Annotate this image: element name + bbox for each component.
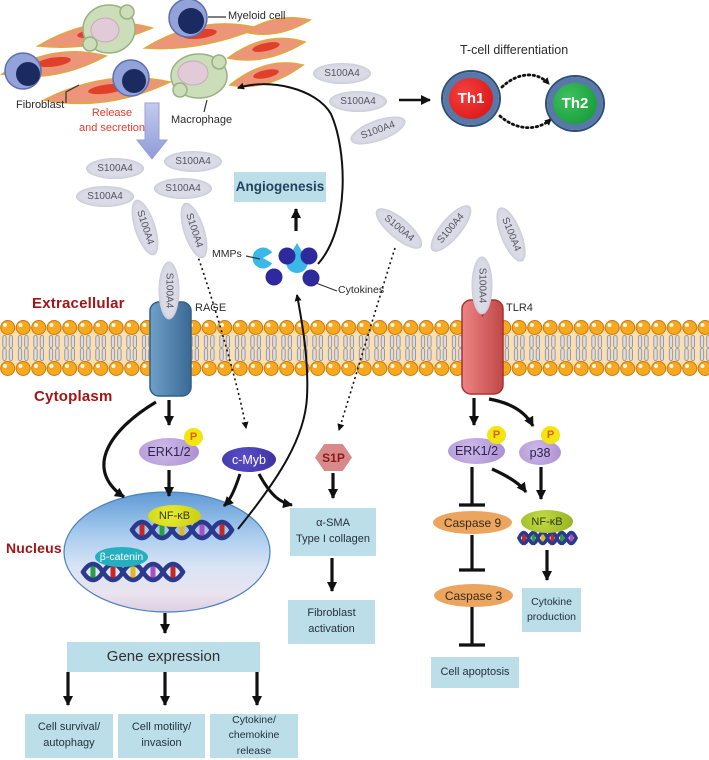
- chemo-line1: Cytokine/: [232, 714, 276, 727]
- cell-motility-box: Cell motility/ invasion: [118, 714, 205, 758]
- beta-catenin-node: β-catenin: [95, 547, 148, 567]
- fibroblast-cells-art: [0, 0, 312, 160]
- motility-line1: Cell motility/: [131, 721, 192, 734]
- cytprod-line2: production: [526, 611, 577, 623]
- s100a4-ligand: S100A4: [154, 178, 212, 199]
- membrane: [0, 320, 709, 376]
- s100a4-ligand: S100A4: [86, 158, 144, 179]
- th1-label: Th1: [457, 90, 485, 107]
- tcell-differentiation-title: T-cell differentiation: [460, 43, 569, 57]
- gene-expression-label: Gene expression: [106, 648, 221, 666]
- extracellular-label: Extracellular: [32, 295, 125, 312]
- nfkb-node: NF-κB: [148, 505, 201, 527]
- cytoplasm-label: Cytoplasm: [34, 388, 113, 405]
- s100a4-ligand-on-rage: S100A4: [158, 261, 180, 320]
- motility-line2: invasion: [141, 737, 182, 749]
- angiogenesis-label: Angiogenesis: [235, 179, 325, 195]
- fibroblast-label: Fibroblast: [16, 99, 65, 111]
- alpha-sma-box: α-SMA Type I collagen: [290, 508, 376, 556]
- survival-line1: Cell survival/: [37, 721, 101, 734]
- s100a4-ligand: S100A4: [76, 186, 134, 207]
- caspase9-node: Caspase 9: [433, 511, 512, 534]
- myeloid-cell-label: Myeloid cell: [228, 10, 286, 22]
- s100a4-ligand: S100A4: [329, 91, 387, 112]
- th2-label: Th2: [561, 95, 589, 112]
- erk12-node-right: ERK1/2: [448, 438, 505, 464]
- nfkb-node-right: NF-κB: [521, 510, 573, 533]
- release-line1: Release: [91, 107, 133, 119]
- phospho-badge: P: [487, 426, 506, 444]
- pathway-arrows: [63, 73, 553, 706]
- th1-cell: Th1: [443, 72, 499, 125]
- p38-node: p38: [519, 440, 561, 465]
- apoptosis-label: Cell apoptosis: [440, 665, 510, 678]
- tlr4-label: TLR4: [506, 302, 533, 314]
- s100a4-ligand: S100A4: [313, 63, 371, 84]
- s100a4-ligand: S100A4: [164, 151, 222, 172]
- fibact-line1: Fibroblast: [307, 607, 356, 620]
- cmyb-node: c-Myb: [222, 447, 276, 472]
- s100a4-ligand-on-tlr4: S100A4: [471, 256, 493, 315]
- sma-line1: α-SMA: [316, 517, 350, 530]
- fibroblast-activation-box: Fibroblast activation: [288, 600, 375, 644]
- release-secretion-label: Release and secretion: [74, 106, 150, 136]
- phospho-badge: P: [184, 428, 203, 446]
- phospho-badge: P: [541, 426, 560, 444]
- th2-cell: Th2: [547, 77, 603, 130]
- erk12-node: ERK1/2: [139, 438, 199, 466]
- dna-helix-right: [517, 530, 578, 546]
- cell-apoptosis-box: Cell apoptosis: [431, 657, 519, 688]
- gene-expression-box: Gene expression: [67, 642, 260, 672]
- cytokines-label: Cytokines: [338, 284, 385, 296]
- release-line2: and secretion: [78, 121, 146, 134]
- angiogenesis-box: Angiogenesis: [234, 172, 326, 202]
- survival-line2: autophagy: [43, 737, 95, 749]
- sma-line2: Type I collagen: [296, 533, 370, 545]
- caspase3-node: Caspase 3: [434, 584, 513, 607]
- nucleus-label: Nucleus: [6, 540, 62, 556]
- rage-label: RAGE: [195, 302, 227, 314]
- th-differentiation-arrows: [498, 73, 553, 130]
- chemokine-release-box: Cytokine/ chemokine release: [210, 714, 298, 758]
- cell-survival-box: Cell survival/ autophagy: [25, 714, 113, 758]
- cytprod-line1: Cytokine: [531, 595, 572, 608]
- fibact-line2: activation: [308, 623, 355, 635]
- cytokine-production-box: Cytokine production: [522, 588, 581, 632]
- mmp-cytokine-cluster: [245, 243, 338, 292]
- macrophage-label: Macrophage: [171, 114, 233, 126]
- chemo-line2: chemokine release: [228, 729, 280, 757]
- release-arrow: [135, 102, 169, 160]
- mmps-label: MMPs: [212, 248, 242, 260]
